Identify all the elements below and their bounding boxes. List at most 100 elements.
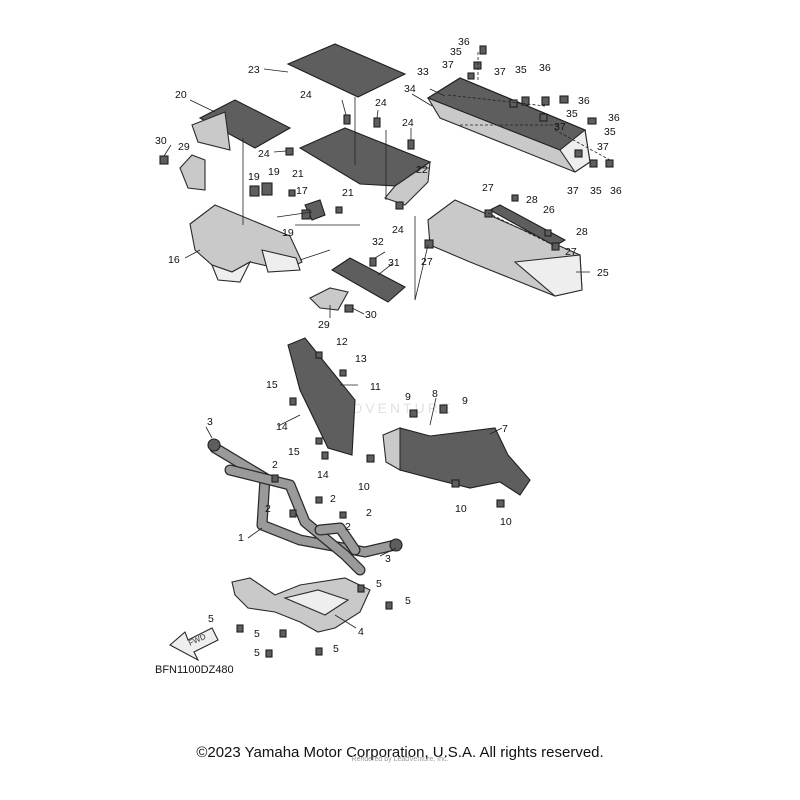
part-20-plate[interactable]: [198, 99, 292, 149]
callout-35: 35: [590, 185, 602, 197]
callout-30: 30: [155, 135, 167, 147]
dashed-assembly-lines: [447, 52, 611, 247]
part-4-inner-plate: [283, 589, 350, 616]
callout-29: 29: [318, 319, 330, 331]
part-3-gasket-left[interactable]: [207, 438, 221, 452]
callout-9: 10: [358, 481, 370, 493]
callout-24: 24: [375, 97, 387, 109]
callout-10: 10: [455, 503, 467, 515]
callout-35: 35: [515, 64, 527, 76]
callout-1: 1: [238, 532, 244, 544]
part-1-exhaust-pipe[interactable]: [209, 442, 401, 576]
callout-7: 8: [432, 388, 438, 400]
callout-5: 5: [254, 628, 260, 640]
part-16-tab: [261, 249, 301, 273]
callout-27: 27: [482, 182, 494, 194]
callout-31: 31: [388, 257, 400, 269]
part-23-plate[interactable]: [286, 43, 407, 98]
part-18-clip[interactable]: [261, 182, 273, 196]
callout-8: 9: [462, 395, 468, 407]
part-22-side: [384, 160, 431, 206]
callout-3: 3: [385, 553, 391, 565]
callout-37: 37: [567, 185, 579, 197]
callout-10: 10: [500, 516, 512, 528]
part-25-lower-face: [513, 254, 583, 297]
callout-19: 19: [282, 227, 294, 239]
callout-25: 25: [597, 267, 609, 279]
fasteners: [159, 45, 614, 658]
part-6-end: [382, 427, 401, 471]
callout-15: 15: [266, 379, 278, 391]
callout-23: 23: [248, 64, 260, 76]
fwd-arrow-icon: FWD: [169, 627, 219, 662]
callout-37: 37: [442, 59, 454, 71]
part-3-gasket-right[interactable]: [389, 538, 403, 552]
callout-2: 2: [272, 459, 278, 471]
callout-3: 3: [207, 416, 213, 428]
leader-lines: [163, 68, 590, 629]
copyright-notice: ©2023 Yamaha Motor Corporation, U.S.A. A…: [196, 744, 604, 761]
callout-6: 7: [502, 423, 508, 435]
callout-24: 24: [258, 148, 270, 160]
callout-37: 37: [494, 66, 506, 78]
part-29-bracket-lower[interactable]: [309, 287, 349, 311]
callout-2: 2: [330, 493, 336, 505]
callout-19: 19: [248, 171, 260, 183]
part-16-lower: [211, 260, 252, 283]
callout-29: 29: [178, 141, 190, 153]
callout-32: 32: [372, 236, 384, 248]
callout-27: 27: [421, 256, 433, 268]
callout-2: 2: [366, 507, 372, 519]
callout-27: 27: [565, 246, 577, 258]
callout-15: 15: [288, 446, 300, 458]
callout-21: 21: [342, 187, 354, 199]
callout-36: 36: [608, 112, 620, 124]
callout-22: 22: [416, 164, 428, 176]
part-19-clip-b[interactable]: [301, 209, 311, 220]
callout-33: 33: [417, 66, 429, 78]
callout-35: 35: [566, 108, 578, 120]
callout-5: 5: [405, 595, 411, 607]
callout-2: 2: [345, 521, 351, 533]
callout-36: 36: [610, 185, 622, 197]
callout-2: 2: [265, 503, 271, 515]
callout-5: 5: [333, 643, 339, 655]
callout-18: 19: [268, 166, 280, 178]
callout-13: 13: [355, 353, 367, 365]
callout-37: 37: [597, 141, 609, 153]
callout-5: 5: [208, 613, 214, 625]
callout-35: 35: [450, 46, 462, 58]
diagram-code: BFN1100DZ480: [155, 664, 234, 676]
callout-35: 35: [604, 126, 616, 138]
callout-11: 11: [370, 381, 381, 393]
callout-4: 4: [358, 626, 364, 638]
callout-5: 5: [376, 578, 382, 590]
callout-21: 21: [292, 168, 304, 180]
callout-28: 28: [526, 194, 538, 206]
callout-36: 36: [578, 95, 590, 107]
part-19-clip-a[interactable]: [249, 185, 260, 197]
part-31-plate[interactable]: [330, 257, 406, 303]
callout-30: 30: [365, 309, 377, 321]
callout-14: 14: [317, 469, 329, 481]
callout-labels: 23 20 24 24 24 24 24 30 29 19 19 21 17 2…: [155, 36, 622, 659]
part-6-shield[interactable]: [387, 427, 531, 496]
callout-9: 9: [405, 391, 411, 403]
callout-24: 24: [392, 224, 404, 236]
callout-5: 5: [254, 647, 260, 659]
part-29-bracket-upper[interactable]: [179, 154, 206, 191]
callout-17: 17: [296, 185, 308, 197]
part-11-shield[interactable]: [287, 337, 356, 456]
callout-14: 14: [276, 421, 288, 433]
callout-36: 36: [458, 36, 470, 48]
callout-24: 24: [300, 89, 312, 101]
callout-24: 24: [402, 117, 414, 129]
callout-20: 20: [175, 89, 187, 101]
callout-36: 36: [539, 62, 551, 74]
callout-26: 26: [543, 204, 555, 216]
part-20-edge: [191, 111, 231, 151]
callout-16: 16: [168, 254, 180, 266]
callout-12: 12: [336, 336, 348, 348]
rendered-by-note: Rendered by LeadVenture, Inc.: [351, 756, 449, 763]
